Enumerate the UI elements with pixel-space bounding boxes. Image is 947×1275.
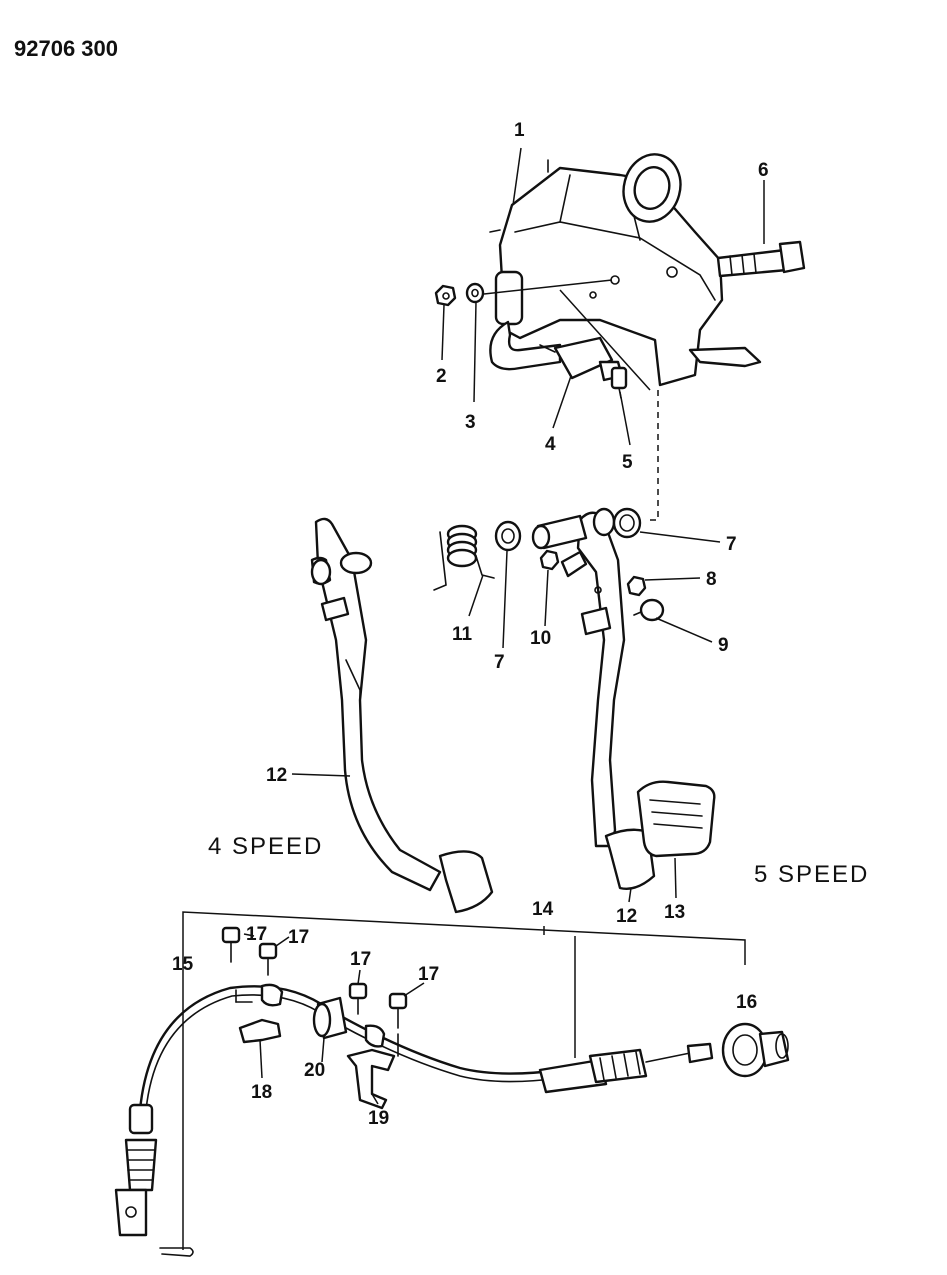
callout-4: 4 xyxy=(545,434,556,455)
callout-17-d: 17 xyxy=(418,964,439,985)
assembly-line-nut-to-bracket xyxy=(483,279,613,295)
callout-5: 5 xyxy=(622,452,633,473)
bolt-a xyxy=(221,926,241,963)
callout-12-4-speed: 12 xyxy=(266,765,287,786)
caption-5-speed: 5 SPEED xyxy=(754,861,869,888)
callout-12-5-speed: 12 xyxy=(616,906,637,927)
clutch-cable xyxy=(114,985,714,1257)
callout-17-a: 17 xyxy=(246,924,267,945)
assembly-line-switch xyxy=(559,289,651,391)
pivot-bolt xyxy=(716,240,806,278)
cable-assembly-bracket xyxy=(182,911,746,1250)
bolt-c xyxy=(348,982,368,1015)
callout-17-b: 17 xyxy=(288,927,309,948)
document-id: 92706 300 xyxy=(14,36,118,61)
callout-15: 15 xyxy=(172,954,194,975)
switch-plunger xyxy=(610,366,628,399)
callout-14: 14 xyxy=(532,899,554,920)
callout-13: 13 xyxy=(664,902,685,923)
assembly-line-bracket-to-pedal xyxy=(646,390,659,521)
callout-1: 1 xyxy=(514,120,525,141)
stopper-nut xyxy=(626,575,647,597)
callout-6: 6 xyxy=(758,160,769,181)
caption-4-speed: 4 SPEED xyxy=(208,833,323,860)
pedal-nut xyxy=(539,549,588,578)
clutch-pedal-5-speed xyxy=(576,507,656,890)
callout-8: 8 xyxy=(706,569,717,590)
return-spring xyxy=(433,524,495,591)
bushing-left xyxy=(494,520,522,552)
pedal-stopper xyxy=(633,598,665,622)
nut xyxy=(434,284,457,307)
washer xyxy=(465,282,485,304)
callout-7-right: 7 xyxy=(726,534,737,555)
bolt-b xyxy=(258,942,278,976)
pedal-support-bracket xyxy=(489,153,762,387)
cable-grommet xyxy=(721,1022,790,1078)
callout-3: 3 xyxy=(465,412,476,433)
bolt-d xyxy=(388,992,408,1029)
cable-bracket xyxy=(346,1024,399,1110)
callout-10: 10 xyxy=(530,628,551,649)
callout-labels: 1 2 3 4 5 6 7 7 8 9 10 11 12 12 13 14 15… xyxy=(172,120,769,1129)
clutch-pedal-4-speed xyxy=(310,517,494,914)
cable-clamp xyxy=(235,983,284,1044)
callout-19: 19 xyxy=(368,1108,389,1129)
callout-9: 9 xyxy=(718,635,729,656)
bushing-right xyxy=(612,507,642,539)
callout-18: 18 xyxy=(251,1082,272,1103)
callout-20: 20 xyxy=(304,1060,325,1081)
pedal-pad xyxy=(636,780,716,858)
callout-17-c: 17 xyxy=(350,949,371,970)
callout-11: 11 xyxy=(452,624,473,645)
leader-lines xyxy=(243,147,765,1105)
pedal-pivot-collar xyxy=(531,514,588,550)
cable-guide xyxy=(312,996,348,1040)
callout-7-left: 7 xyxy=(494,652,505,673)
callout-16: 16 xyxy=(736,992,757,1013)
callout-2: 2 xyxy=(436,366,447,387)
